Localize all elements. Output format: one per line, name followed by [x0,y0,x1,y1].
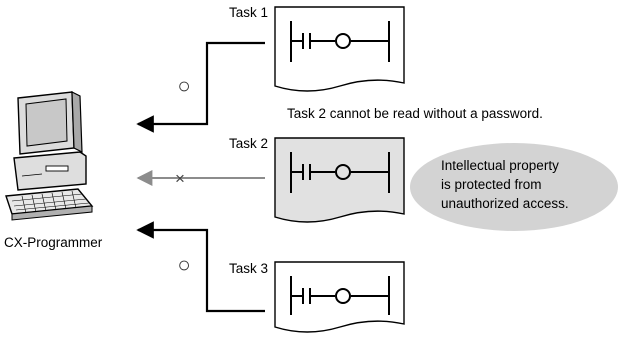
task-1-label: Task 1 [229,5,268,20]
task-3-label: Task 3 [229,261,268,276]
computer-label: CX-Programmer [4,235,103,250]
allowed-mark-task-3: ○ [177,252,190,277]
denied-mark-task-2: × [175,169,185,188]
task-3-read-arrow [136,221,265,313]
task-1-read-arrow [136,41,265,133]
task-3-ladder-sheet [274,261,405,333]
task-2-label: Task 2 [229,136,268,151]
callout-line-1: Intellectual property [441,158,559,173]
password-note: Task 2 cannot be read without a password… [287,106,543,121]
task-2-ladder-sheet [274,137,405,223]
computer-icon [5,91,94,221]
task-1-ladder-sheet [274,6,405,92]
allowed-mark-task-1: ○ [177,73,190,98]
callout-line-2: is protected from [441,177,542,192]
callout-line-3: unauthorized access. [441,196,569,211]
protection-callout [410,143,618,231]
